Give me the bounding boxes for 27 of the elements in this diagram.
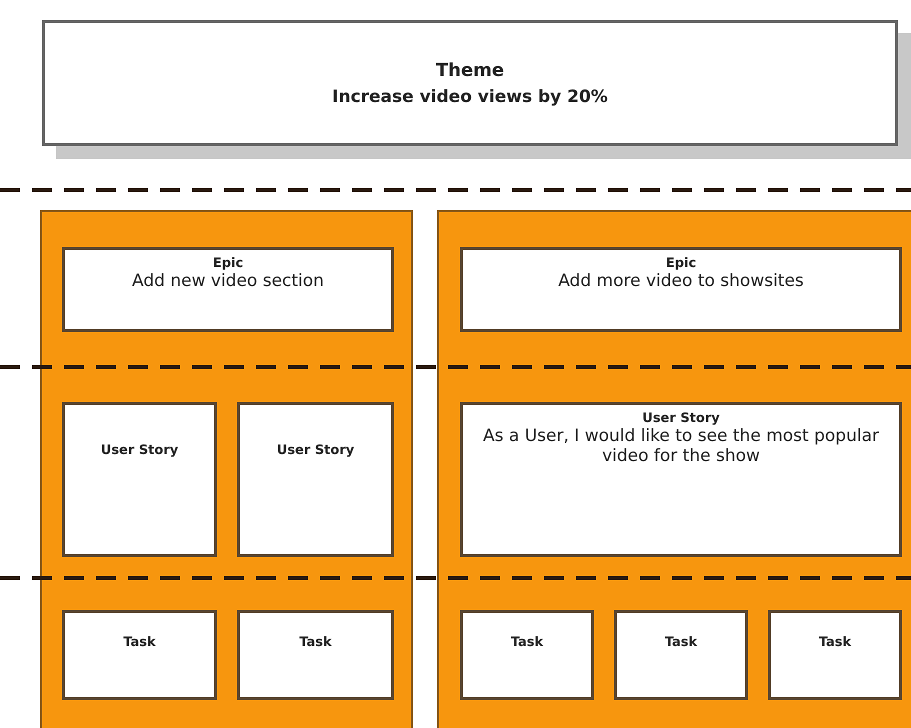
card-heading: Task xyxy=(510,635,544,650)
card-text: As a User, I would like to see the most popular video for the show xyxy=(482,426,880,466)
card xyxy=(62,247,394,332)
card-heading: Task xyxy=(664,635,698,650)
card xyxy=(460,402,902,557)
card xyxy=(62,610,217,700)
card-heading: Task xyxy=(299,635,332,650)
card xyxy=(62,402,217,557)
card-heading: Epic xyxy=(212,256,244,271)
card xyxy=(237,610,394,700)
column-panel xyxy=(437,210,911,728)
card-heading: User Story xyxy=(100,443,178,458)
card-heading: User Story xyxy=(276,443,354,458)
column-panel xyxy=(40,210,413,728)
card-heading: Task xyxy=(818,635,852,650)
card-text: Add more video to showsites xyxy=(558,271,804,291)
card-heading: User Story xyxy=(642,411,720,426)
card-heading: Task xyxy=(123,635,156,650)
card xyxy=(237,402,394,557)
card xyxy=(460,247,902,332)
card xyxy=(768,610,902,700)
card xyxy=(460,610,594,700)
card xyxy=(614,610,748,700)
card-text: Increase video views by 20% xyxy=(332,86,608,106)
card-text: Add new video section xyxy=(132,271,324,291)
card-heading: Theme xyxy=(436,60,504,80)
card-heading: Epic xyxy=(666,256,696,271)
